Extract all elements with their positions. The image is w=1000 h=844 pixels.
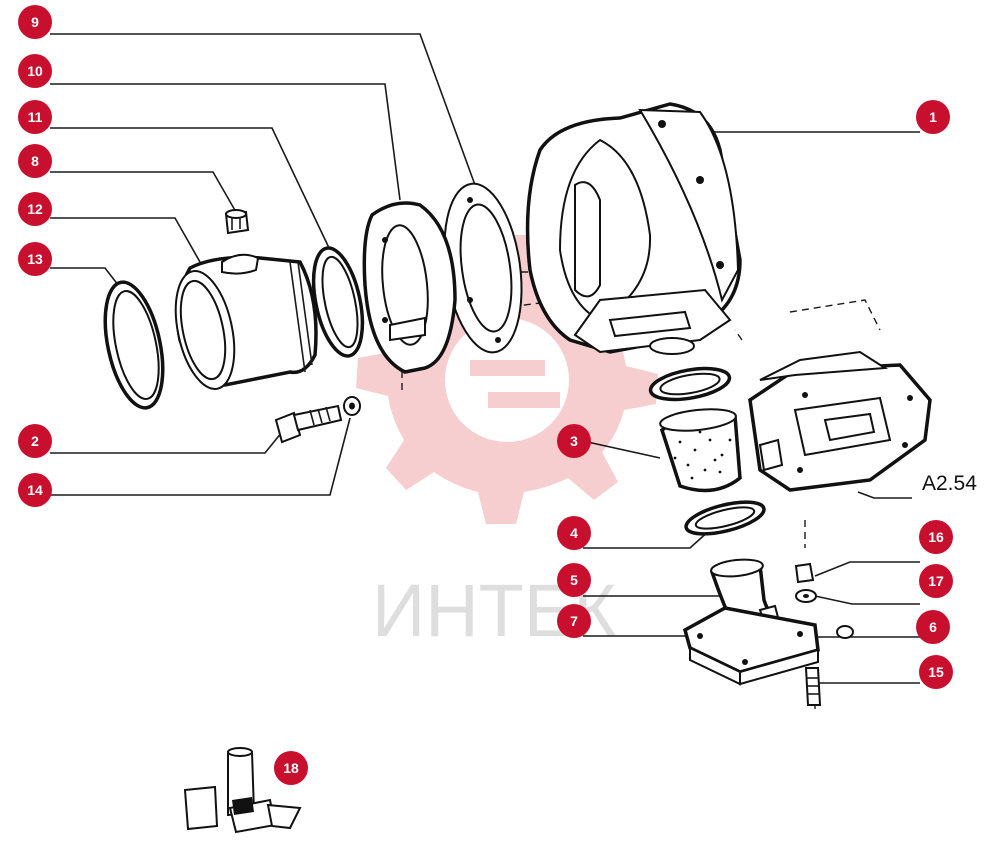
spacer-ring — [362, 201, 457, 374]
callout-8: 8 — [18, 144, 52, 178]
callout-6-label: 6 — [929, 619, 937, 635]
callout-14: 14 — [18, 473, 52, 507]
washer — [343, 396, 361, 416]
callout-12-label: 12 — [27, 201, 43, 217]
callout-15-label: 15 — [928, 664, 944, 680]
callout-2: 2 — [18, 424, 52, 458]
callout-15: 15 — [919, 655, 953, 689]
bolt — [274, 404, 343, 444]
callout-17: 17 — [919, 564, 953, 598]
callout-3: 3 — [557, 424, 591, 458]
callout-5: 5 — [557, 563, 591, 597]
callout-13-label: 13 — [27, 251, 43, 267]
nut — [794, 562, 815, 584]
callouts: 1 2 3 4 5 6 7 8 — [18, 5, 953, 785]
plug — [836, 625, 854, 639]
callout-9: 9 — [18, 5, 52, 39]
callout-16: 16 — [919, 520, 953, 554]
callout-4-label: 4 — [570, 525, 578, 541]
callout-9-label: 9 — [31, 14, 39, 30]
callout-12: 12 — [18, 192, 52, 226]
gasket — [443, 182, 523, 354]
callout-3-label: 3 — [570, 433, 578, 449]
o-ring — [103, 280, 165, 410]
outlet-flange — [748, 350, 932, 492]
callout-17-label: 17 — [928, 573, 944, 589]
callout-1: 1 — [916, 100, 950, 134]
clamp-ring-lower — [684, 500, 766, 536]
callout-7: 7 — [557, 604, 591, 638]
seal-ring — [311, 246, 365, 358]
turbine-housing — [525, 102, 742, 355]
figure-code: A2.54 — [922, 472, 977, 495]
callout-8-label: 8 — [31, 153, 39, 169]
callout-4: 4 — [557, 516, 591, 550]
callout-13: 13 — [18, 242, 52, 276]
callout-18-label: 18 — [283, 760, 299, 776]
callout-11-label: 11 — [28, 109, 43, 125]
callout-11: 11 — [18, 100, 52, 134]
callout-10: 10 — [18, 54, 52, 88]
callout-16-label: 16 — [928, 529, 944, 545]
flange-base — [682, 606, 820, 686]
callout-6: 6 — [916, 610, 950, 644]
callout-10-label: 10 — [27, 63, 43, 79]
callout-7-label: 7 — [570, 613, 578, 629]
lock-washer — [795, 589, 817, 603]
pipe-connector — [174, 253, 318, 390]
callout-18: 18 — [274, 751, 308, 785]
callout-2-label: 2 — [31, 433, 39, 449]
clamp-ring — [648, 366, 732, 402]
callout-1-label: 1 — [929, 109, 937, 125]
filter-element — [659, 408, 742, 493]
callout-5-label: 5 — [570, 572, 578, 588]
repair-kit — [183, 747, 302, 834]
stud — [804, 667, 822, 706]
callout-14-label: 14 — [27, 482, 43, 498]
cap-nut — [224, 209, 250, 235]
